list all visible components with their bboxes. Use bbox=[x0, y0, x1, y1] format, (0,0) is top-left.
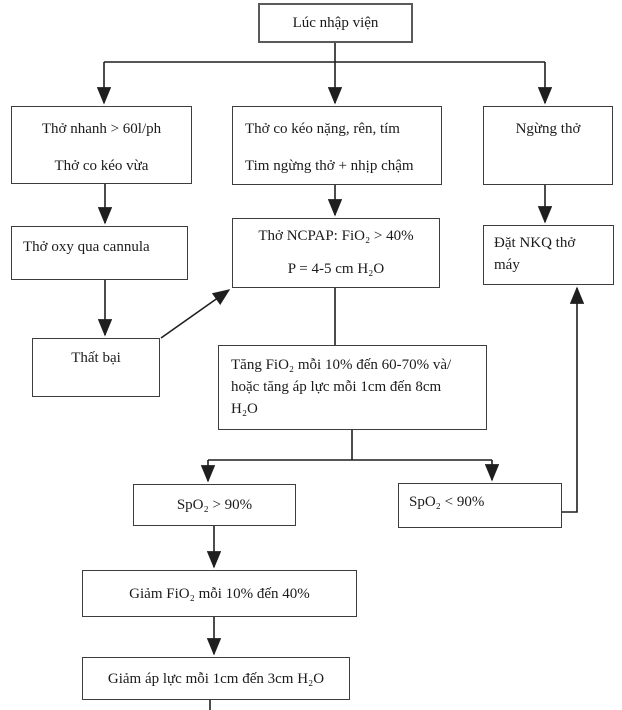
node-tachypnea-line2: Thở co kéo vừa bbox=[54, 158, 149, 174]
node-intubation: Đặt NKQ thở máy bbox=[483, 225, 614, 285]
node-severe-line2: Tim ngừng thở + nhịp chậm bbox=[245, 158, 414, 174]
node-spo2-below-90: SpO₂ < 90% bbox=[398, 483, 562, 528]
node-wean-fio2-label: Giảm FiO₂ mỗi 10% đến 40% bbox=[129, 585, 310, 602]
connector-failure-to-ncpap bbox=[160, 289, 231, 339]
node-wean-fio2: Giảm FiO₂ mỗi 10% đến 40% bbox=[82, 570, 357, 617]
node-ncpap: Thở NCPAP: FiO₂ > 40% P = 4-5 cm H₂O bbox=[232, 218, 440, 288]
node-spo2-below-90-label: SpO₂ < 90% bbox=[409, 494, 485, 510]
node-spo2-above-90: SpO₂ > 90% bbox=[133, 484, 296, 526]
node-cannula-label: Thở oxy qua cannula bbox=[23, 239, 150, 255]
node-admission: Lúc nhập viện bbox=[258, 3, 413, 43]
node-wean-pressure-label: Giảm áp lực mỗi 1cm đến 3cm H₂O bbox=[107, 670, 325, 687]
node-severe-line1: Thở co kéo nặng, rên, tím bbox=[245, 121, 400, 137]
node-failure-label: Thất bại bbox=[71, 350, 121, 366]
connector-spo2-low-to-intubation bbox=[562, 286, 585, 513]
node-wean-pressure: Giảm áp lực mỗi 1cm đến 3cm H₂O bbox=[82, 657, 350, 700]
node-ncpap-line1: Thở NCPAP: FiO₂ > 40% bbox=[258, 228, 414, 244]
node-intubation-line1: Đặt NKQ thở bbox=[494, 235, 576, 251]
node-intubation-line2: máy bbox=[494, 257, 520, 273]
node-tachypnea-line1: Thở nhanh > 60l/ph bbox=[41, 121, 162, 137]
node-admission-label: Lúc nhập viện bbox=[292, 15, 379, 31]
node-spo2-above-90-label: SpO₂ > 90% bbox=[176, 497, 253, 513]
node-escalate-line3: H₂O bbox=[231, 401, 258, 417]
node-escalate-fio2-pressure: Tăng FiO₂ mỗi 10% đến 60-70% và/ hoặc tă… bbox=[218, 345, 487, 430]
node-oxygen-cannula: Thở oxy qua cannula bbox=[11, 226, 188, 280]
node-failure: Thất bại bbox=[32, 338, 160, 397]
node-apnea-label: Ngừng thở bbox=[515, 121, 581, 137]
node-tachypnea: Thở nhanh > 60l/ph Thở co kéo vừa bbox=[11, 106, 192, 184]
node-severe-distress: Thở co kéo nặng, rên, tím Tim ngừng thở … bbox=[232, 106, 442, 185]
node-apnea: Ngừng thở bbox=[483, 106, 613, 185]
node-escalate-line2: hoặc tăng áp lực mỗi 1cm đến 8cm bbox=[231, 379, 442, 395]
node-ncpap-line2: P = 4-5 cm H₂O bbox=[287, 261, 385, 277]
node-escalate-line1: Tăng FiO₂ mỗi 10% đến 60-70% và/ bbox=[231, 357, 452, 373]
